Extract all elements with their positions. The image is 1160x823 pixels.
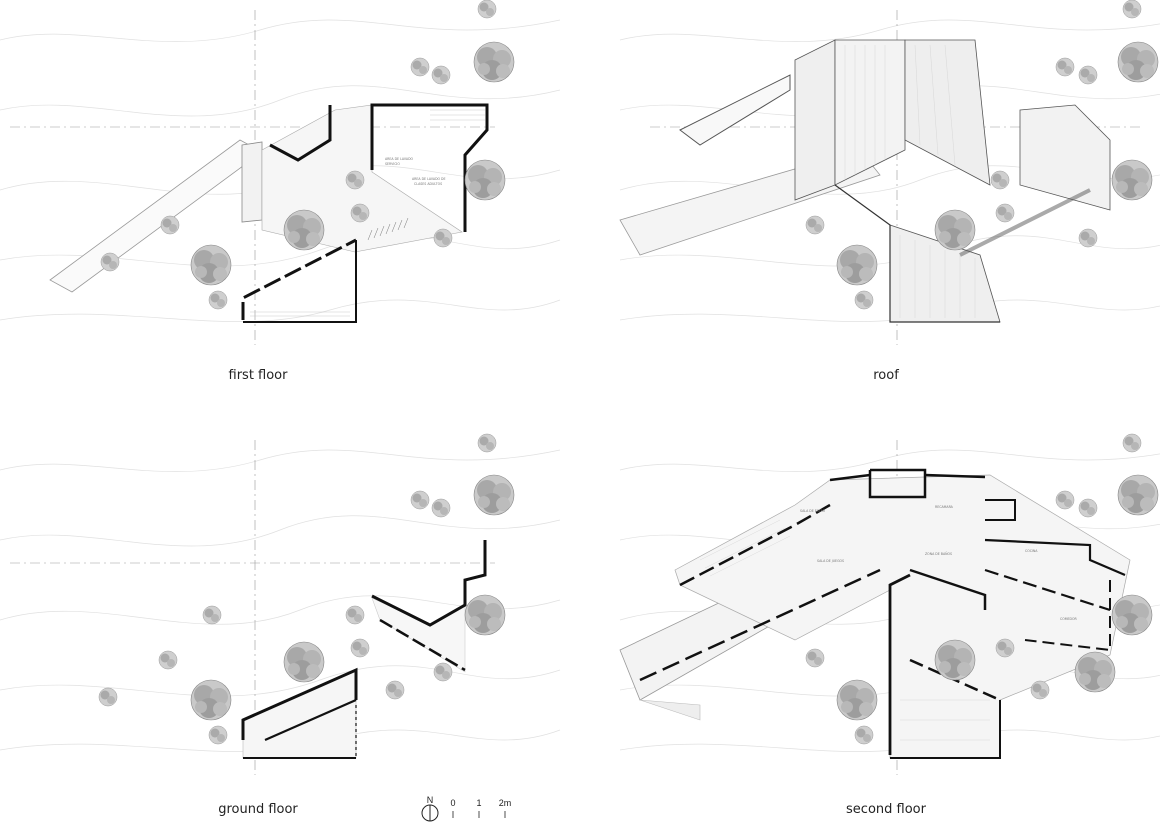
roof-plan bbox=[619, 0, 1160, 345]
svg-text:SERVICIO: SERVICIO bbox=[385, 162, 400, 166]
roof-caption: roof bbox=[873, 368, 899, 383]
north-label: N bbox=[426, 795, 434, 805]
svg-text:AREA DE LAVADO DE: AREA DE LAVADO DE bbox=[412, 177, 446, 181]
svg-text:SALA DE JUEGOS: SALA DE JUEGOS bbox=[817, 559, 844, 563]
svg-text:SALA DE ESTAR: SALA DE ESTAR bbox=[800, 509, 826, 513]
svg-text:COCINA: COCINA bbox=[1025, 549, 1038, 553]
svg-text:COMEDOR: COMEDOR bbox=[1060, 617, 1077, 621]
scale-tick-2: 2m bbox=[498, 798, 512, 808]
svg-text:CLASES ADULTOS: CLASES ADULTOS bbox=[414, 182, 442, 186]
first-floor-caption: first floor bbox=[228, 368, 288, 383]
svg-text:RECAMARA: RECAMARA bbox=[935, 505, 954, 509]
second-floor-caption: second floor bbox=[846, 802, 926, 817]
svg-text:AREA DE LAVADO: AREA DE LAVADO bbox=[385, 157, 414, 161]
ground-floor-plan bbox=[0, 433, 561, 775]
scale-tick-1: 1 bbox=[476, 798, 482, 808]
scale-tick-0: 0 bbox=[450, 798, 456, 808]
second-floor-plan: SALA DE ESTAR RECAMARA ZONA DE BAÑOS SAL… bbox=[619, 433, 1160, 775]
north-arrow bbox=[421, 804, 439, 822]
svg-text:ZONA DE BAÑOS: ZONA DE BAÑOS bbox=[925, 551, 952, 556]
first-floor-plan: AREA DE LAVADO SERVICIO AREA DE LAVADO D… bbox=[0, 0, 561, 345]
scale-bar bbox=[452, 811, 506, 818]
ground-floor-caption: ground floor bbox=[218, 802, 298, 817]
